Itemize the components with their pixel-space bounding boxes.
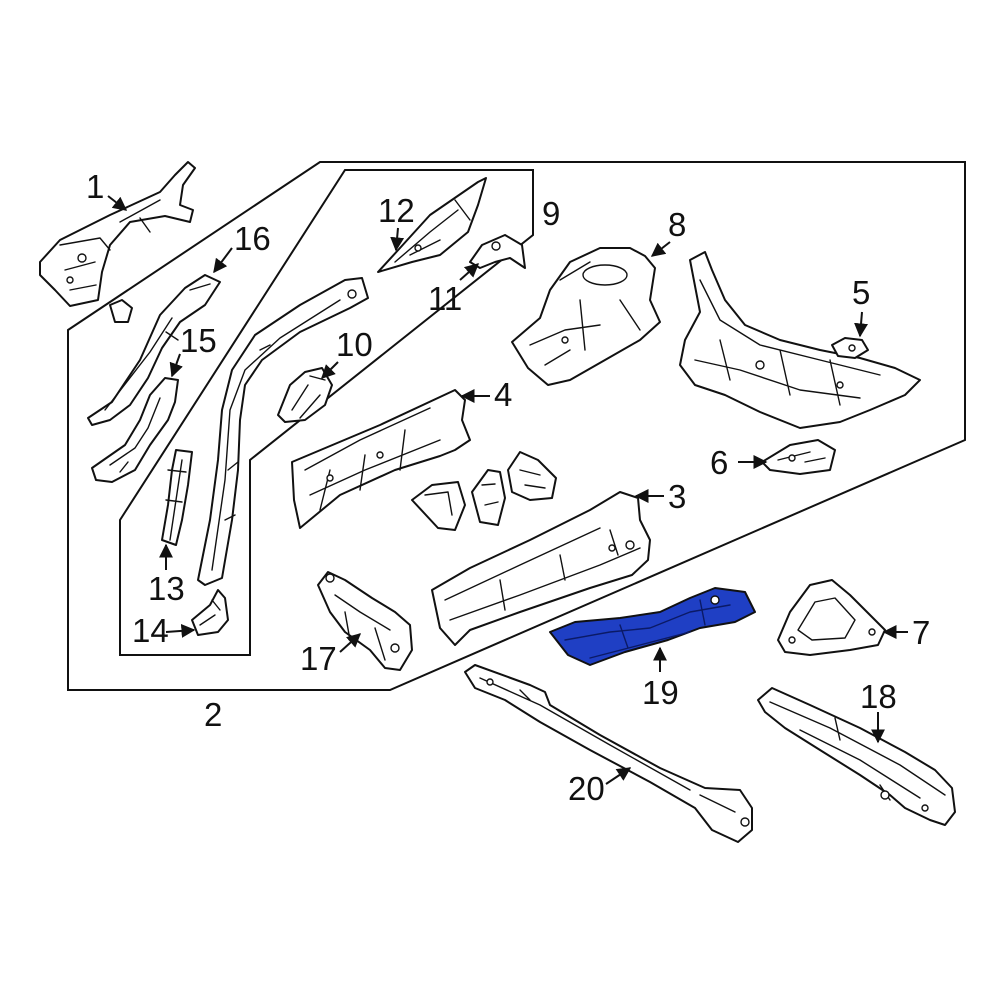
callout-15: 15 (180, 322, 217, 359)
part-7-gusset[interactable] (777, 579, 886, 656)
callout-20: 20 (568, 770, 605, 807)
callout-labels: 1 16 15 13 14 12 9 11 10 4 8 5 6 3 7 17 … (86, 168, 930, 807)
callout-14: 14 (132, 612, 169, 649)
part-5-bracket[interactable] (831, 337, 869, 359)
part-11-bracket[interactable] (469, 234, 526, 269)
part-9-pillar[interactable] (197, 277, 369, 586)
part-12-bracket[interactable] (377, 177, 487, 273)
callout-13: 13 (148, 570, 185, 607)
part-14-clip[interactable] (191, 589, 229, 636)
callout-1: 1 (86, 168, 104, 205)
part-10-bracket[interactable] (277, 367, 333, 423)
leader-lines (107, 195, 908, 785)
part-18-lower-rail[interactable] (757, 687, 956, 826)
callout-8: 8 (668, 206, 686, 243)
callout-3: 3 (668, 478, 686, 515)
part-15-reinforcement[interactable] (91, 377, 179, 483)
part-4-dash-member[interactable] (291, 389, 471, 529)
part-16-apron[interactable] (87, 274, 221, 426)
callout-6: 6 (710, 444, 728, 481)
part-3-side-member[interactable] (431, 491, 651, 646)
part-bracket-c[interactable] (507, 451, 557, 501)
part-8-strut-tower[interactable] (511, 247, 661, 386)
part-bracket-b[interactable] (471, 469, 506, 526)
callout-2: 2 (204, 696, 222, 733)
part-apron-panel[interactable] (679, 251, 921, 429)
part-19-crossmember[interactable] (549, 587, 756, 666)
callout-12: 12 (378, 192, 415, 229)
callout-4: 4 (494, 376, 512, 413)
part-6-bracket[interactable] (761, 439, 836, 475)
callout-16: 16 (234, 220, 271, 257)
group-frame-2 (67, 161, 966, 691)
callout-11: 11 (428, 280, 462, 317)
group-frame-9 (119, 169, 534, 656)
part-13-strip[interactable] (161, 449, 193, 546)
callout-19: 19 (642, 674, 679, 711)
callout-10: 10 (336, 326, 373, 363)
callout-7: 7 (912, 614, 930, 651)
part-1-bracket[interactable] (39, 161, 196, 307)
part-bracket-a[interactable] (411, 481, 466, 531)
part-16-small-clip[interactable] (109, 299, 133, 323)
callout-9: 9 (542, 195, 560, 232)
callout-18: 18 (860, 678, 897, 715)
callout-17: 17 (300, 640, 337, 677)
part-20-tie-bar[interactable] (464, 664, 753, 843)
callout-5: 5 (852, 274, 870, 311)
